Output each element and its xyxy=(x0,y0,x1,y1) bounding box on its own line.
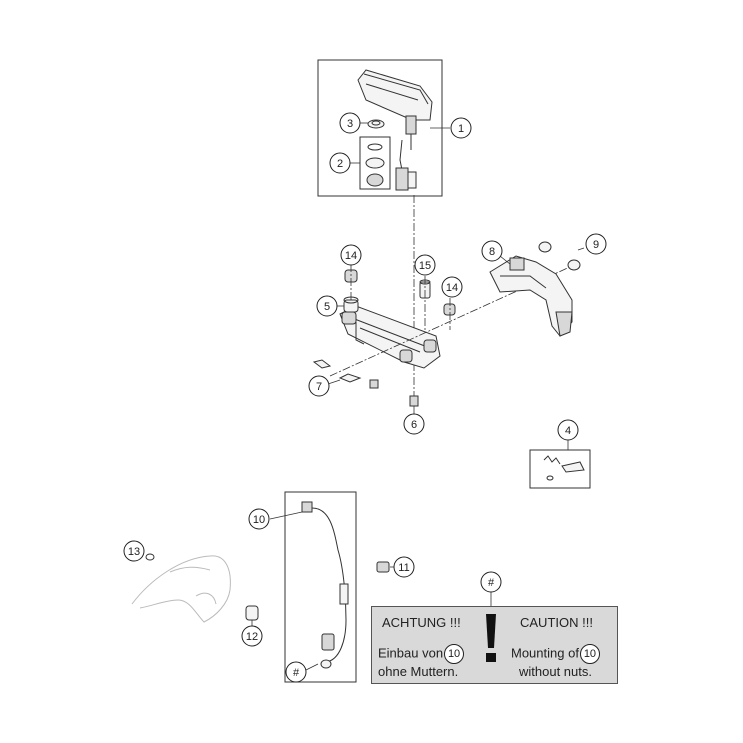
dashboard-bracket xyxy=(339,305,441,369)
holder-8 xyxy=(489,255,573,337)
svg-text:13: 13 xyxy=(128,546,140,558)
instrument-cluster xyxy=(357,69,433,150)
callout-hash-cable: # xyxy=(285,661,307,683)
callout-9: 9 xyxy=(585,233,607,255)
notice-de-ref: 10 xyxy=(444,644,465,664)
svg-text:2: 2 xyxy=(337,158,343,170)
notice-title-en: CAUTION !!! xyxy=(520,615,593,630)
callout-4: 4 xyxy=(557,419,579,441)
callout-2: 2 xyxy=(329,152,351,174)
screw-6 xyxy=(409,395,419,407)
spring-and-pin xyxy=(543,455,585,481)
svg-text:9: 9 xyxy=(593,239,599,251)
svg-text:3: 3 xyxy=(347,118,353,130)
notice-en-text1: Mounting of xyxy=(511,645,579,661)
clip-13 xyxy=(145,553,155,561)
svg-text:1: 1 xyxy=(458,123,464,135)
bolt-9b xyxy=(567,259,581,271)
screw-7-upper xyxy=(312,359,332,369)
callout-13: 13 xyxy=(123,540,145,562)
callout-5: 5 xyxy=(316,295,338,317)
svg-text:14: 14 xyxy=(446,282,458,294)
svg-text:#: # xyxy=(293,667,300,679)
callout-6: 6 xyxy=(403,413,425,435)
svg-text:11: 11 xyxy=(398,562,409,574)
seal-kit xyxy=(365,143,385,187)
nut-small xyxy=(369,379,379,389)
cap-14-right xyxy=(443,303,456,316)
notice-title-de: ACHTUNG !!! xyxy=(382,615,461,630)
callout-12: 12 xyxy=(241,625,263,647)
cable-clip-11 xyxy=(376,561,390,573)
spacer-12 xyxy=(245,605,259,621)
rubber-grommet xyxy=(367,119,385,129)
svg-text:15: 15 xyxy=(419,260,431,272)
svg-text:14: 14 xyxy=(345,250,357,262)
svg-text:8: 8 xyxy=(489,246,495,258)
bolt-9a xyxy=(538,241,552,253)
screw-7-lower xyxy=(338,373,362,383)
callout-3: 3 xyxy=(339,112,361,134)
callout-8: 8 xyxy=(481,240,503,262)
svg-text:10: 10 xyxy=(253,514,265,526)
svg-text:6: 6 xyxy=(411,419,417,431)
svg-text:#: # xyxy=(488,577,495,589)
exclamation-icon xyxy=(481,614,501,664)
speed-sensor-cable xyxy=(301,501,349,669)
fork-outline xyxy=(131,555,231,623)
svg-text:12: 12 xyxy=(246,631,258,643)
callout-hash-notice: # xyxy=(480,571,502,593)
svg-text:4: 4 xyxy=(565,425,571,437)
notice-en-ref: 10 xyxy=(579,644,600,664)
connector-plug xyxy=(395,139,417,191)
svg-text:5: 5 xyxy=(324,301,330,313)
callout-1: 1 xyxy=(450,117,472,139)
lock-parts-box xyxy=(529,449,591,489)
callout-7: 7 xyxy=(308,375,330,397)
callout-14-right: 14 xyxy=(441,276,463,298)
svg-text:7: 7 xyxy=(316,381,322,393)
notice-en-line2: without nuts. xyxy=(519,664,592,679)
notice-de-text1: Einbau von xyxy=(378,645,444,661)
callout-15: 15 xyxy=(414,254,436,276)
callout-10: 10 xyxy=(248,508,270,530)
callout-14-left: 14 xyxy=(340,244,362,266)
notice-de-line2: ohne Muttern. xyxy=(378,664,459,679)
callout-11: 11 xyxy=(393,556,415,578)
